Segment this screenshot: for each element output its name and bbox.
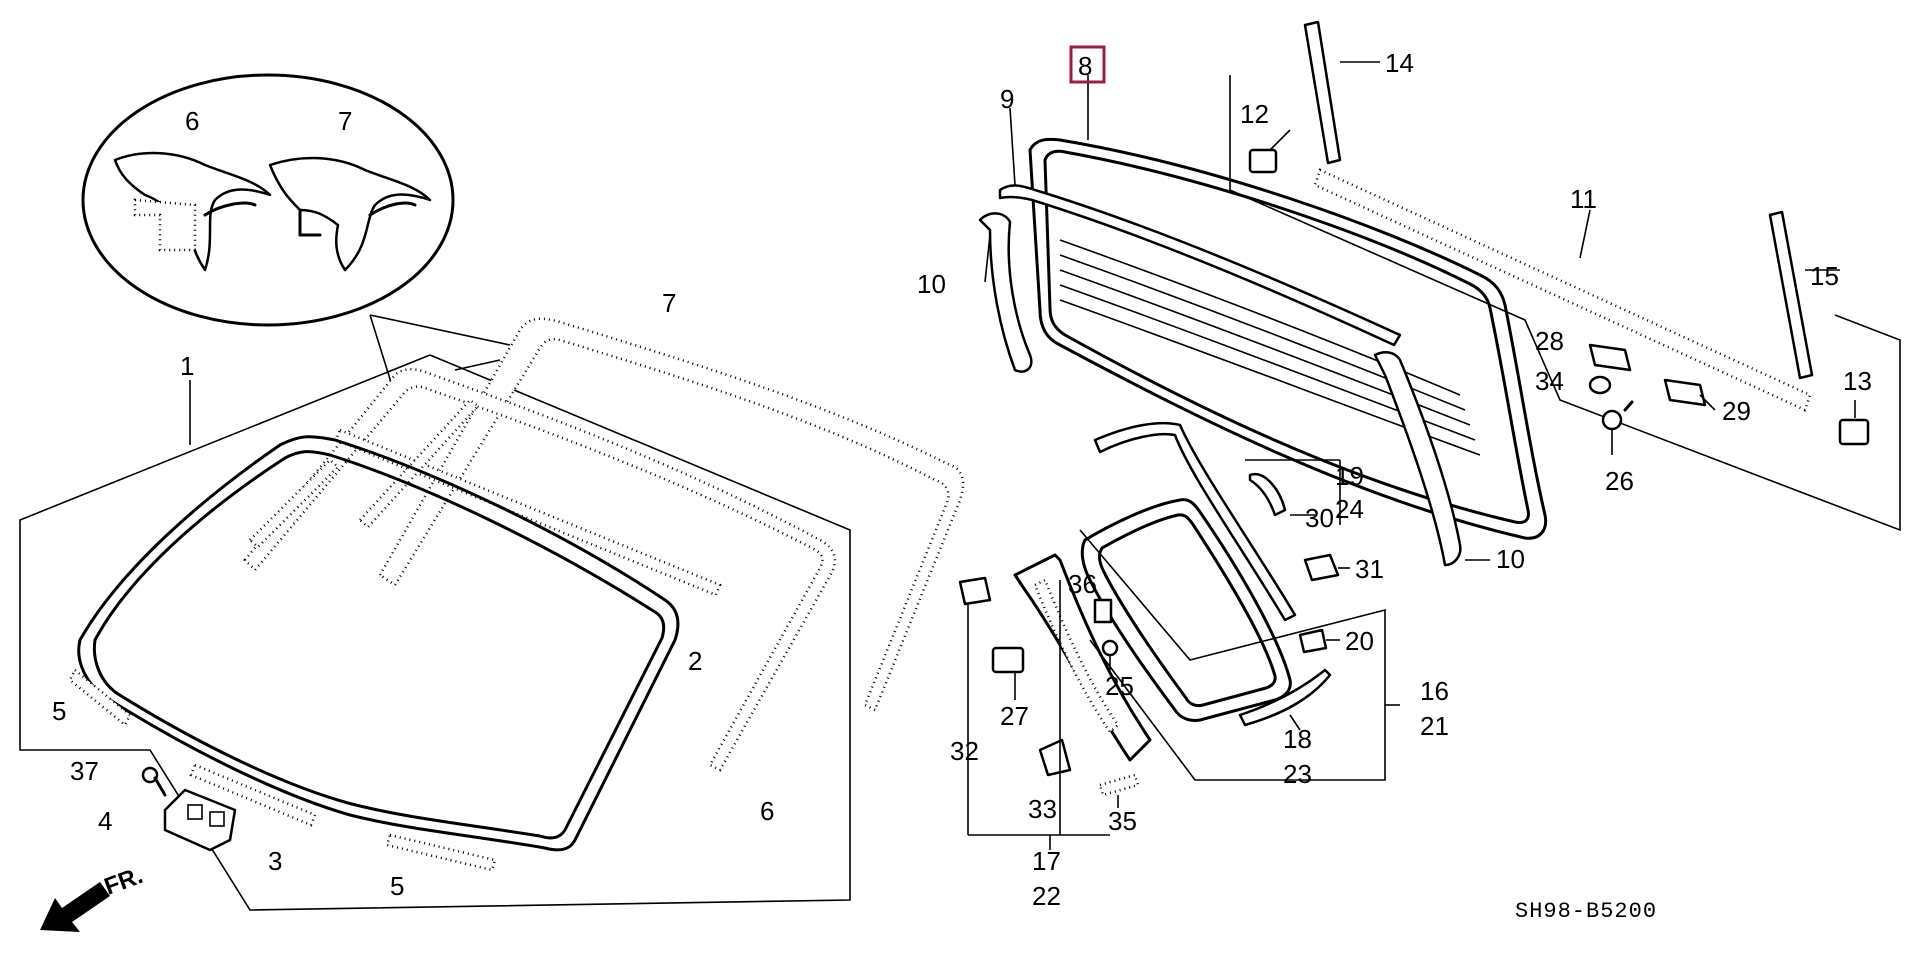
windshield-glass-inner [92, 450, 666, 840]
callout-31: 31 [1355, 554, 1384, 584]
inset-molding-6-section [113, 151, 272, 272]
clip-13 [1838, 418, 1870, 446]
callout-2: 2 [688, 646, 702, 676]
callout-34: 34 [1535, 366, 1564, 396]
clip-30 [1248, 473, 1287, 517]
screw-37 [141, 766, 167, 797]
callout-35: 35 [1108, 806, 1137, 836]
pad-5-bottom [385, 833, 497, 872]
clip-20 [1298, 628, 1328, 654]
quarter-glass-inner [1097, 513, 1277, 708]
inset-leader [454, 359, 501, 371]
part-8-highlight-box [1069, 45, 1106, 84]
callout-10-left: 10 [917, 269, 946, 299]
callout-17: 17 [1032, 846, 1061, 876]
front-arrow-label: FR. [101, 862, 147, 901]
leader-lines-right [967, 61, 1856, 850]
strip-14 [1303, 20, 1342, 165]
callout-22: 22 [1032, 881, 1061, 911]
callout-14: 14 [1385, 48, 1414, 78]
callout-15: 15 [1810, 261, 1839, 291]
callout-27: 27 [1000, 701, 1029, 731]
pad-5-left [68, 668, 132, 727]
rear-bracket [1229, 75, 1901, 532]
strip-3 [189, 763, 317, 827]
callout-26: 26 [1605, 466, 1634, 496]
callout-16: 16 [1420, 676, 1449, 706]
diagram-code: SH98-B5200 [1515, 899, 1657, 924]
inset-detail-circle [81, 73, 455, 327]
callout-7: 7 [662, 288, 676, 318]
bracket-4 [163, 788, 237, 852]
screw-26 [1601, 400, 1634, 431]
callout-8: 8 [1078, 51, 1092, 81]
callout-28: 28 [1535, 326, 1564, 356]
callout-30: 30 [1305, 503, 1334, 533]
callout-3: 3 [268, 846, 282, 876]
callout-21: 21 [1420, 711, 1449, 741]
callout-37: 37 [70, 756, 99, 786]
callout-4: 4 [98, 806, 112, 836]
callout-18: 18 [1283, 724, 1312, 754]
callout-20: 20 [1345, 626, 1374, 656]
molding-11 [1313, 168, 1812, 412]
channel-17-inner [1033, 578, 1120, 734]
callout-11: 11 [1570, 184, 1597, 214]
molding-10-right [1373, 351, 1462, 567]
callout-13: 13 [1843, 366, 1872, 396]
rear-window-inner [1043, 149, 1530, 524]
callout-33: 33 [1028, 794, 1057, 824]
screw-25 [1101, 639, 1119, 657]
molding-7 [378, 317, 965, 712]
callout-25: 25 [1105, 671, 1134, 701]
callout-6-inset: 6 [185, 106, 199, 136]
rear-window-glass [1028, 137, 1548, 540]
quarter-bracket [1079, 529, 1386, 781]
trim-strip [358, 398, 480, 529]
molding-2 [334, 428, 722, 597]
clip-31 [1303, 553, 1340, 582]
clip-33 [1038, 738, 1072, 777]
callout-32: 32 [950, 736, 979, 766]
clip-32 [958, 576, 992, 606]
trim-strip [248, 458, 340, 549]
callout-10-right: 10 [1496, 544, 1525, 574]
molding-18 [1238, 668, 1332, 727]
callout-23: 23 [1283, 759, 1312, 789]
molding-9 [998, 184, 1402, 347]
inset-leader [369, 314, 511, 346]
molding-6 [243, 368, 837, 772]
clip-27 [991, 646, 1025, 674]
callout-1: 1 [180, 351, 194, 381]
pad-35 [1098, 773, 1140, 797]
callout-5-bottom: 5 [390, 871, 404, 901]
clip-12 [1248, 148, 1278, 174]
callout-7-inset: 7 [338, 106, 352, 136]
callout-29: 29 [1722, 396, 1751, 426]
windshield-glass [77, 435, 680, 852]
callout-6: 6 [760, 796, 774, 826]
callout-19: 19 [1335, 461, 1364, 491]
clip-29 [1663, 378, 1707, 407]
callout-12: 12 [1240, 99, 1269, 129]
molding-19 [1093, 421, 1297, 622]
callout-5-left: 5 [52, 696, 66, 726]
grommet-34 [1588, 375, 1612, 395]
callout-36: 36 [1068, 569, 1097, 599]
clip-36 [1093, 598, 1113, 624]
callout-24: 24 [1335, 494, 1364, 524]
clip-28 [1588, 343, 1632, 372]
molding-10-left [978, 212, 1033, 373]
front-arrow-icon [40, 882, 110, 932]
channel-17 [1013, 553, 1152, 762]
strip-15 [1768, 210, 1814, 380]
callout-9: 9 [1000, 84, 1014, 114]
inset-molding-7-section [268, 156, 432, 272]
